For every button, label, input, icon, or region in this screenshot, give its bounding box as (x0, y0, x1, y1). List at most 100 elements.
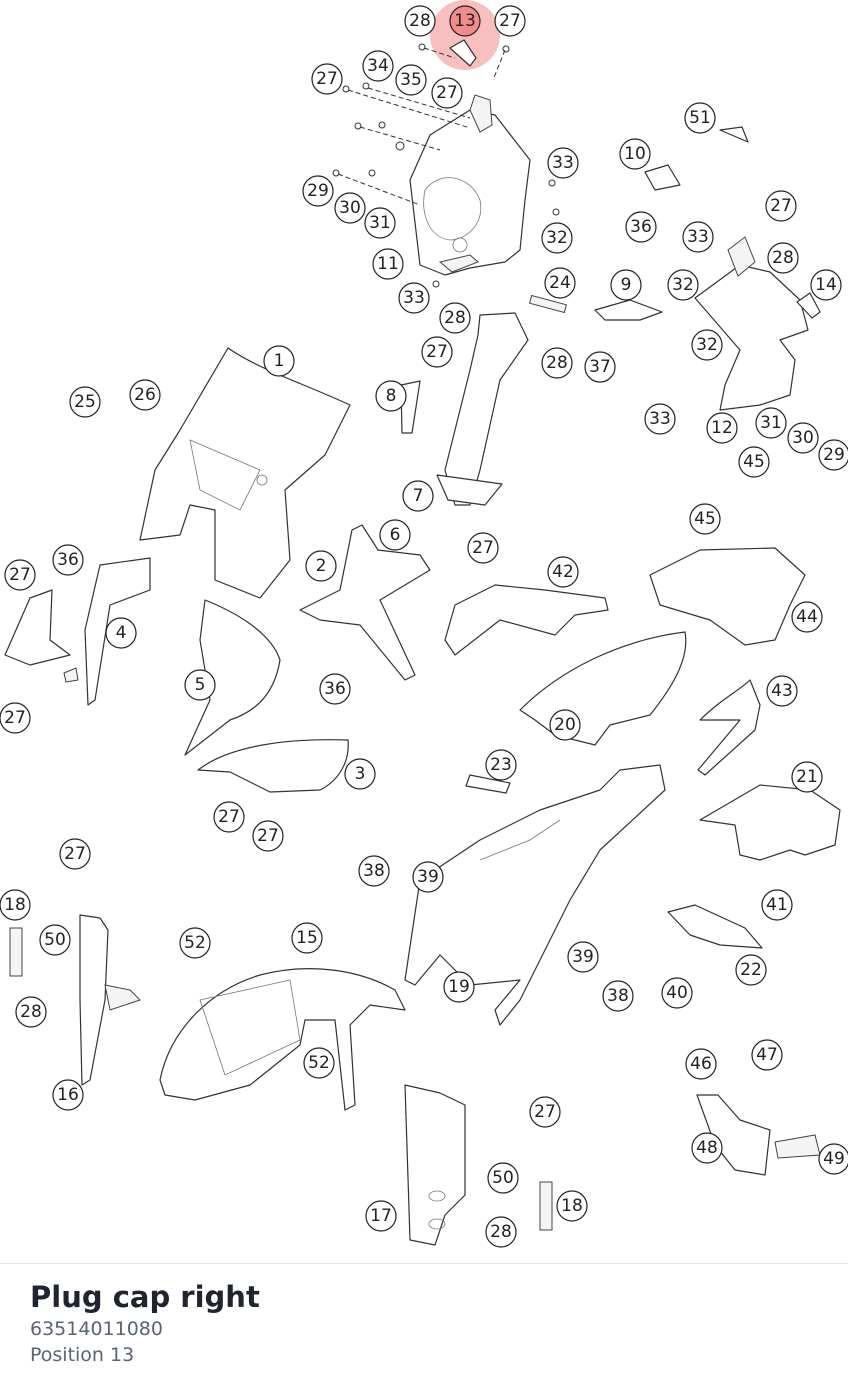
callout-label: 50 (44, 930, 66, 950)
callout-23[interactable]: 23 (485, 749, 517, 781)
callout-52[interactable]: 52 (179, 927, 211, 959)
callout-24[interactable]: 24 (544, 267, 576, 299)
callout-40[interactable]: 40 (661, 977, 693, 1009)
callout-44[interactable]: 44 (791, 601, 823, 633)
callout-8[interactable]: 8 (375, 380, 407, 412)
callout-16[interactable]: 16 (52, 1079, 84, 1111)
callout-42[interactable]: 42 (547, 556, 579, 588)
callout-39[interactable]: 39 (412, 861, 444, 893)
callout-33[interactable]: 33 (682, 221, 714, 253)
callout-label: 30 (792, 428, 814, 448)
callout-43[interactable]: 43 (766, 675, 798, 707)
callout-label: 2 (316, 556, 327, 576)
callout-19[interactable]: 19 (443, 971, 475, 1003)
callout-6[interactable]: 6 (379, 519, 411, 551)
callout-39[interactable]: 39 (567, 941, 599, 973)
callout-27[interactable]: 27 (467, 532, 499, 564)
callout-50[interactable]: 50 (487, 1162, 519, 1194)
callout-29[interactable]: 29 (818, 439, 848, 471)
callout-33[interactable]: 33 (398, 282, 430, 314)
callout-label: 5 (195, 675, 206, 695)
callout-25[interactable]: 25 (69, 386, 101, 418)
callout-35[interactable]: 35 (395, 64, 427, 96)
callout-2[interactable]: 2 (305, 550, 337, 582)
callout-27[interactable]: 27 (529, 1096, 561, 1128)
callout-31[interactable]: 31 (755, 407, 787, 439)
part-fuel-tank-cover (139, 347, 351, 599)
callout-18[interactable]: 18 (0, 889, 31, 921)
callout-15[interactable]: 15 (291, 922, 323, 954)
callout-32[interactable]: 32 (667, 269, 699, 301)
callout-46[interactable]: 46 (685, 1048, 717, 1080)
callout-3[interactable]: 3 (344, 758, 376, 790)
callout-label: 34 (367, 56, 389, 76)
callout-12[interactable]: 12 (706, 412, 738, 444)
callout-label: 9 (621, 275, 632, 295)
callout-27[interactable]: 27 (494, 5, 526, 37)
part-fork-guards (9, 914, 553, 1246)
callout-27[interactable]: 27 (421, 336, 453, 368)
callout-27[interactable]: 27 (765, 190, 797, 222)
callout-27[interactable]: 27 (0, 702, 31, 734)
callout-label: 28 (546, 353, 568, 373)
callout-36[interactable]: 36 (319, 673, 351, 705)
callout-21[interactable]: 21 (791, 761, 823, 793)
callout-30[interactable]: 30 (334, 192, 366, 224)
callout-27[interactable]: 27 (213, 801, 245, 833)
callout-34[interactable]: 34 (362, 50, 394, 82)
callout-label: 43 (771, 681, 793, 701)
callout-32[interactable]: 32 (691, 329, 723, 361)
callout-label: 28 (409, 11, 431, 31)
callout-28[interactable]: 28 (541, 347, 573, 379)
callout-45[interactable]: 45 (738, 446, 770, 478)
callout-33[interactable]: 33 (547, 147, 579, 179)
callout-36[interactable]: 36 (52, 544, 84, 576)
callout-52[interactable]: 52 (303, 1047, 335, 1079)
callout-13[interactable]: 13 (449, 5, 481, 37)
callout-27[interactable]: 27 (59, 838, 91, 870)
callout-28[interactable]: 28 (439, 302, 471, 334)
callout-22[interactable]: 22 (735, 954, 767, 986)
callout-18[interactable]: 18 (556, 1190, 588, 1222)
callout-26[interactable]: 26 (129, 379, 161, 411)
callout-28[interactable]: 28 (485, 1216, 517, 1248)
callout-28[interactable]: 28 (404, 5, 436, 37)
callout-30[interactable]: 30 (787, 422, 819, 454)
callout-38[interactable]: 38 (358, 855, 390, 887)
callout-29[interactable]: 29 (302, 175, 334, 207)
callout-14[interactable]: 14 (810, 269, 842, 301)
callout-label: 27 (770, 196, 792, 216)
callout-27[interactable]: 27 (431, 77, 463, 109)
callout-36[interactable]: 36 (625, 211, 657, 243)
callout-9[interactable]: 9 (610, 269, 642, 301)
callout-7[interactable]: 7 (402, 480, 434, 512)
callout-33[interactable]: 33 (644, 403, 676, 435)
callout-27[interactable]: 27 (252, 820, 284, 852)
callout-38[interactable]: 38 (602, 980, 634, 1012)
callout-4[interactable]: 4 (105, 617, 137, 649)
callout-51[interactable]: 51 (684, 102, 716, 134)
callout-label: 28 (444, 308, 466, 328)
callout-32[interactable]: 32 (541, 222, 573, 254)
callout-31[interactable]: 31 (364, 207, 396, 239)
callout-37[interactable]: 37 (584, 351, 616, 383)
callout-45[interactable]: 45 (689, 503, 721, 535)
callout-17[interactable]: 17 (365, 1200, 397, 1232)
callout-49[interactable]: 49 (818, 1143, 848, 1175)
callout-11[interactable]: 11 (372, 248, 404, 280)
callout-28[interactable]: 28 (767, 242, 799, 274)
callout-41[interactable]: 41 (761, 889, 793, 921)
callout-27[interactable]: 27 (4, 559, 36, 591)
callout-label: 18 (4, 895, 26, 915)
callout-10[interactable]: 10 (619, 138, 651, 170)
callout-48[interactable]: 48 (691, 1132, 723, 1164)
callout-50[interactable]: 50 (39, 924, 71, 956)
callout-label: 46 (690, 1054, 712, 1074)
callout-47[interactable]: 47 (751, 1039, 783, 1071)
callout-28[interactable]: 28 (15, 996, 47, 1028)
callout-27[interactable]: 27 (311, 63, 343, 95)
callout-20[interactable]: 20 (549, 709, 581, 741)
callout-1[interactable]: 1 (263, 345, 295, 377)
callout-5[interactable]: 5 (184, 669, 216, 701)
